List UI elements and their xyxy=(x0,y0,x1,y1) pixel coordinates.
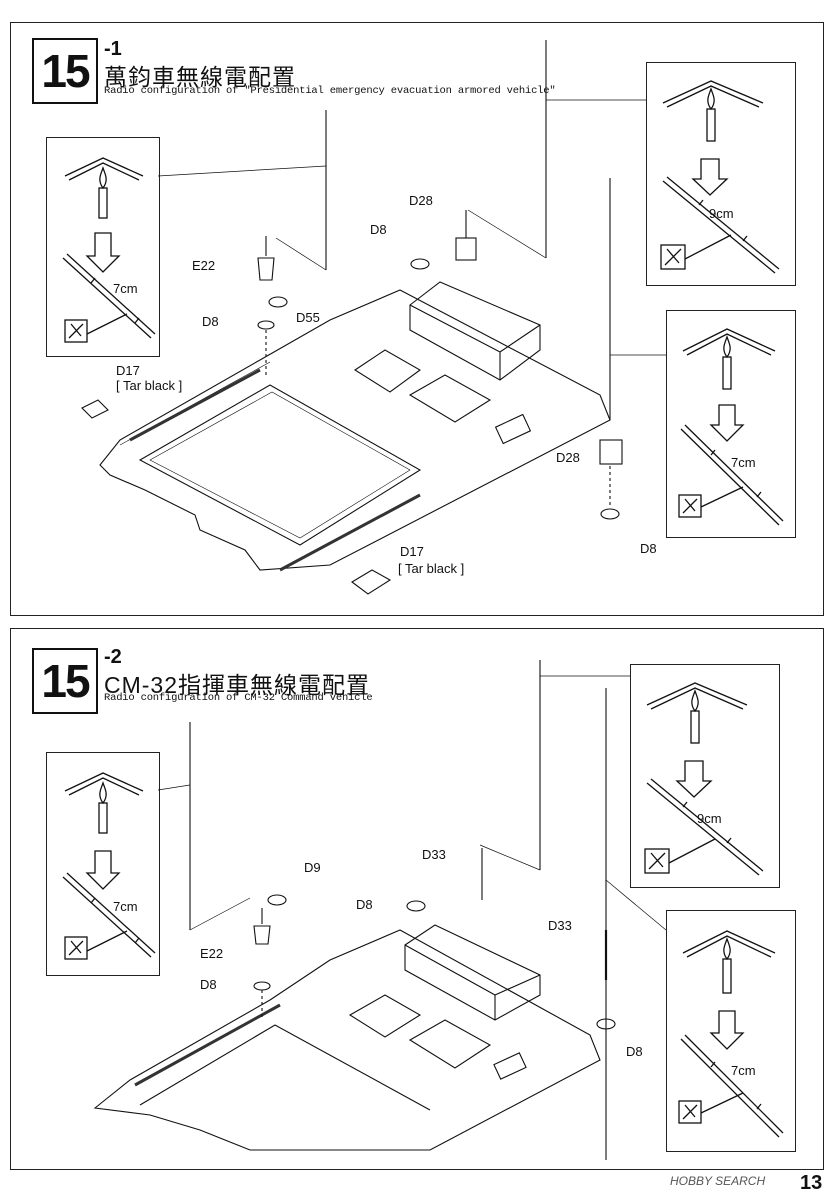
step-title-en: Radio configuration of CM-32 Command veh… xyxy=(104,692,373,704)
step-title-zh: CM-32指揮車無線電配置 xyxy=(104,672,371,698)
part-label-d8: D8 xyxy=(200,977,217,992)
cut-length-label: 7cm xyxy=(113,281,138,296)
part-label-d33: D33 xyxy=(548,918,572,933)
page-number: 13 xyxy=(800,1172,823,1194)
part-label-d28: D28 xyxy=(409,193,433,208)
cut-length-label: 9cm xyxy=(697,811,722,826)
step-substep: -2 xyxy=(104,646,122,668)
bend-instruction-inset: 7cm xyxy=(666,310,796,538)
step-title-zh: 萬鈞車無線電配置 xyxy=(104,64,296,90)
step-title-en: Radio configuration of "Presidential eme… xyxy=(104,85,556,97)
part-label-d8: D8 xyxy=(626,1044,643,1059)
part-label-e22: E22 xyxy=(200,946,224,961)
paint-label-tar-black: [ Tar black ] xyxy=(116,378,183,393)
watermark: HOBBY SEARCH xyxy=(670,1174,766,1188)
part-label-d28: D28 xyxy=(556,450,580,465)
bend-instruction-inset: 9cm xyxy=(630,664,780,888)
part-label-d9: D9 xyxy=(304,860,321,875)
paint-label-tar-black: [ Tar black ] xyxy=(398,561,465,576)
step-number: 15 xyxy=(32,648,98,714)
step-number: 15 xyxy=(32,38,98,104)
part-label-d17: D17 xyxy=(116,363,140,378)
part-label-d33: D33 xyxy=(422,847,446,862)
step-substep: -1 xyxy=(104,38,122,60)
bend-instruction-inset: 7cm xyxy=(46,137,160,357)
part-label-e22: E22 xyxy=(192,258,216,273)
part-label-d55: D55 xyxy=(296,310,320,325)
cut-length-label: 7cm xyxy=(731,1063,756,1078)
cut-length-label: 7cm xyxy=(731,455,756,470)
bend-instruction-inset: 7cm xyxy=(666,910,796,1152)
cut-length-label: 9cm xyxy=(709,206,734,221)
part-label-d8: D8 xyxy=(370,222,387,237)
bend-instruction-inset: 9cm xyxy=(646,62,796,286)
part-label-d8: D8 xyxy=(356,897,373,912)
part-label-d8: D8 xyxy=(202,314,219,329)
part-label-d8: D8 xyxy=(640,541,657,556)
bend-instruction-inset: 7cm xyxy=(46,752,160,976)
cut-length-label: 7cm xyxy=(113,899,138,914)
part-label-d17: D17 xyxy=(400,544,424,559)
